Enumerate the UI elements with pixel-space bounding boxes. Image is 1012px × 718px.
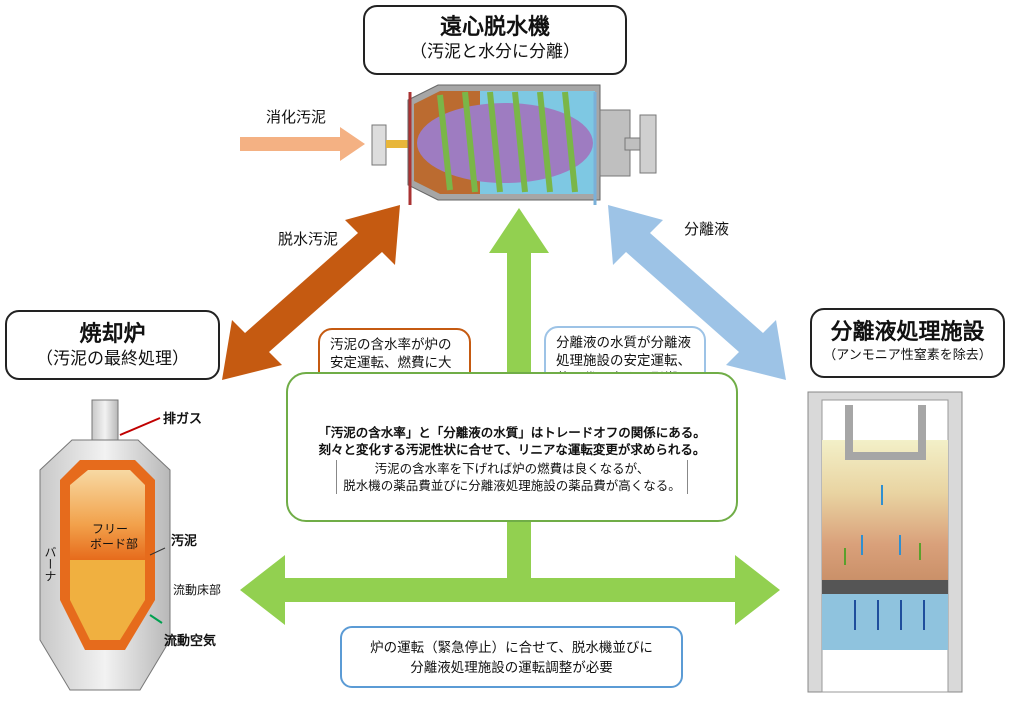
operation-line-2: 分離液処理施設の運転調整が必要 xyxy=(410,660,613,676)
treatment-tank-image xyxy=(807,391,963,693)
incinerator-title: 焼却炉 xyxy=(79,322,146,347)
centrifuge-title-box: 遠心脱水機 （汚泥と水分に分離） xyxy=(363,5,627,75)
digested-sludge-label: 消化汚泥 xyxy=(266,108,327,126)
incinerator-subtitle: （汚泥の最終処理） xyxy=(36,349,189,369)
dewatered-sludge-label: 脱水汚泥 xyxy=(278,230,339,248)
burner-label: バーナ xyxy=(43,546,57,582)
sludge-inlet-label: 汚泥 xyxy=(171,534,198,549)
tradeoff-note-1: 汚泥の含水率を下げれば炉の燃費は良くなるが、 xyxy=(374,461,650,476)
tradeoff-line-2: 刻々と変化する汚泥性状に合せて、リニアな運転変更が求められる。 xyxy=(318,442,706,457)
treatment-subtitle: （アンモニア性窒素を除去） xyxy=(823,348,992,363)
centrifuge-title: 遠心脱水機 xyxy=(439,15,550,40)
tradeoff-note-2: 脱水機の薬品費並びに分離液処理施設の薬品費が高くなる。 xyxy=(343,478,681,493)
fluid-bed-label: 流動床部 xyxy=(173,583,222,597)
tradeoff-line-1: 「汚泥の含水率」と「分離液の水質」はトレードオフの関係にある。 xyxy=(318,425,706,440)
treatment-title-box: 分離液処理施設 （アンモニア性窒素を除去） xyxy=(810,308,1005,378)
separated-liquid-label: 分離液 xyxy=(684,220,730,238)
tradeoff-note: 汚泥の含水率を下げれば炉の燃費は良くなるが、 脱水機の薬品費並びに分離液処理施設… xyxy=(336,460,688,494)
fluid-air-label: 流動空気 xyxy=(164,634,217,649)
centrifuge-image xyxy=(371,84,657,205)
operation-line-1: 炉の運転（緊急停止）に合せて、脱水機並びに xyxy=(370,640,653,656)
freeboard-label-1: フリー xyxy=(92,522,129,536)
incinerator-title-box: 焼却炉 （汚泥の最終処理） xyxy=(5,310,220,380)
tradeoff-box: 「汚泥の含水率」と「分離液の水質」はトレードオフの関係にある。 刻々と変化する汚… xyxy=(286,372,738,522)
exhaust-gas-label: 排ガス xyxy=(163,412,203,427)
dewatered-sludge-arrow xyxy=(222,205,400,380)
operation-adjust-box: 炉の運転（緊急停止）に合せて、脱水機並びに 分離液処理施設の運転調整が必要 xyxy=(340,626,683,688)
centrifuge-subtitle: （汚泥と水分に分離） xyxy=(410,42,580,62)
incinerator-image xyxy=(39,399,171,691)
digested-sludge-arrow xyxy=(240,127,365,161)
freeboard-label-2: ボード部 xyxy=(90,537,139,551)
treatment-title: 分離液処理施設 xyxy=(830,320,985,345)
separated-liquid-arrow xyxy=(608,205,786,380)
